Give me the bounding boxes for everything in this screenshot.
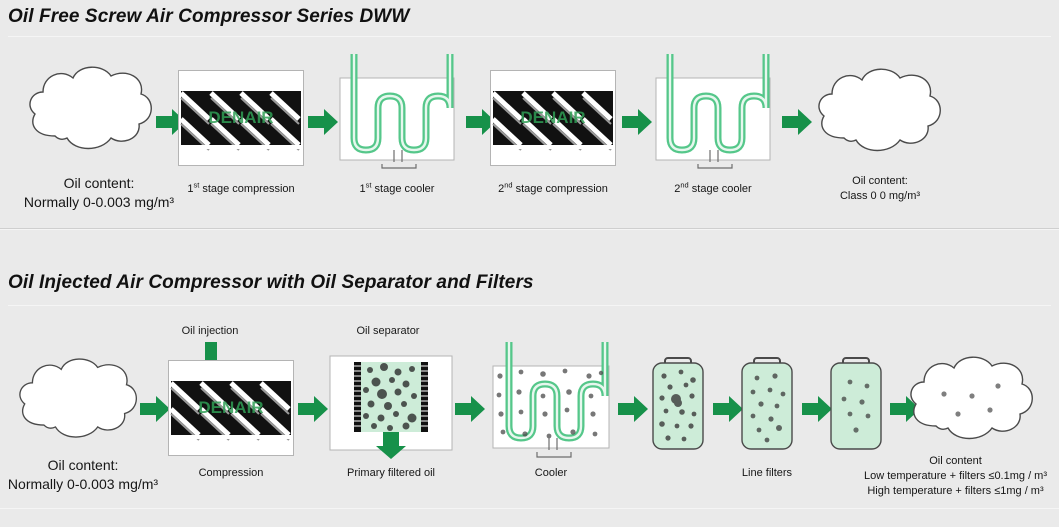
- cooler-icon: [492, 342, 610, 458]
- screw-rotor-icon: DENAIR: [169, 361, 293, 455]
- caption-cooler-1-sup: st: [365, 180, 372, 190]
- caption-outlet-air-2-line1: Oil content: [929, 455, 982, 467]
- oil-separator-icon: [329, 355, 453, 459]
- arrow-right-icon: [622, 109, 652, 135]
- caption-inlet-air-1: Oil content: Normally 0-0.003 mg/m³: [4, 174, 194, 212]
- cloud-icon: [818, 68, 941, 152]
- caption-compressor-2: 2nd stage compression: [490, 180, 616, 197]
- caption-outlet-air-1-line2: Class 0 0 mg/m³: [839, 190, 921, 202]
- arrow-right-icon: [618, 396, 648, 422]
- arrow-right-icon: [782, 109, 812, 135]
- caption-cooler-1-prefix: 1: [359, 183, 366, 195]
- arrow-right-icon: [466, 109, 496, 135]
- caption-compressor-1-rest: stage compression: [199, 183, 295, 195]
- stage-compressor-2: DENAIR: [490, 70, 616, 166]
- label-oil-injection: Oil injection: [181, 325, 239, 337]
- bottom-divider: [0, 508, 1059, 509]
- watermark-text: DENAIR: [198, 398, 263, 417]
- label-oil-separator: Oil separator: [356, 325, 420, 337]
- cloud-icon: [910, 356, 1033, 440]
- stage-oil-separator: [326, 354, 456, 459]
- cloud-icon: [29, 66, 152, 150]
- caption-inlet-air-2: Oil content: Normally 0-0.003 mg/m³: [0, 456, 178, 494]
- arrow-right-icon: [308, 109, 338, 135]
- caption-line-filters: Line filters: [741, 467, 793, 479]
- caption-cooler-1: 1st stage cooler: [332, 180, 462, 197]
- caption-compressor-2-prefix: 2: [498, 183, 505, 195]
- watermark-text: DENAIR: [208, 108, 273, 127]
- arrow-right-icon: [140, 396, 170, 422]
- caption-inlet-air-2-line2: Normally 0-0.003 mg/m³: [7, 476, 159, 492]
- caption-cooler-2: 2nd stage cooler: [648, 180, 778, 197]
- stage-cooler-1: [332, 52, 462, 172]
- stage-cooler-2: [648, 52, 778, 172]
- caption-inlet-air-1-line2: Normally 0-0.003 mg/m³: [23, 194, 175, 210]
- arrow-right-icon: [713, 396, 743, 422]
- stage-compressor-injected: DENAIR: [168, 360, 294, 456]
- caption-outlet-air-2: Oil content Low temperature + filters ≤0…: [852, 454, 1059, 499]
- caption-inlet-air-1-line1: Oil content:: [63, 175, 135, 191]
- cooler-icon: [655, 54, 771, 169]
- caption-cooler-2-rest: stage cooler: [688, 183, 752, 195]
- cooler-icon: [339, 54, 455, 169]
- stage-line-filter-1: [648, 354, 708, 454]
- caption-cooler-1-rest: stage cooler: [371, 183, 435, 195]
- row-1-bottom-divider: [0, 228, 1059, 230]
- watermark-text: DENAIR: [520, 108, 585, 127]
- section-2-title-text: Oil Injected Air Compressor with Oil Sep…: [8, 272, 534, 293]
- caption-compressor-2-rest: stage compression: [512, 183, 608, 195]
- section-1-divider: [8, 36, 1051, 37]
- caption-compressor-2-sup: nd: [504, 180, 513, 190]
- caption-compressor-1-sup: st: [193, 180, 200, 190]
- filter-canister-icon: [652, 357, 704, 450]
- section-2-title: Oil Injected Air Compressor with Oil Sep…: [8, 272, 534, 294]
- stage-inlet-air-1: [16, 62, 166, 162]
- screw-rotor-icon: DENAIR: [179, 71, 303, 165]
- arrow-right-icon: [298, 396, 328, 422]
- caption-cooler-oil: Cooler: [534, 467, 568, 479]
- flow-row-2: Oil content: Normally 0-0.003 mg/m³ Oil …: [0, 320, 1059, 505]
- stage-inlet-air-2: [8, 354, 148, 450]
- section-1-title: Oil Free Screw Air Compressor Series DWW: [8, 6, 409, 28]
- arrow-right-icon: [455, 396, 485, 422]
- section-2-divider: [8, 305, 1051, 306]
- stage-line-filter-3: [826, 354, 886, 454]
- screw-rotor-icon: DENAIR: [491, 71, 615, 165]
- caption-compression: Compression: [198, 467, 264, 479]
- caption-cooler-2-sup: nd: [680, 180, 689, 190]
- stage-cooler-oil: [485, 340, 617, 460]
- caption-outlet-air-2-line2: Low temperature + filters ≤0.1mg / m³: [863, 470, 1048, 482]
- caption-compressor-1: 1st stage compression: [178, 180, 304, 197]
- caption-primary-filtered-oil: Primary filtered oil: [346, 467, 436, 479]
- caption-outlet-air-1: Oil content: Class 0 0 mg/m³: [800, 174, 960, 204]
- arrow-right-icon: [802, 396, 832, 422]
- caption-inlet-air-2-line1: Oil content:: [47, 457, 119, 473]
- stage-compressor-1: DENAIR: [178, 70, 304, 166]
- filter-canister-icon: [830, 357, 882, 450]
- caption-outlet-air-2-line3: High temperature + filters ≤1mg / m³: [867, 485, 1044, 497]
- section-1-title-text: Oil Free Screw Air Compressor Series DWW: [8, 6, 410, 27]
- arrow-right-icon: [890, 396, 920, 422]
- cloud-icon: [18, 358, 137, 438]
- caption-compressor-1-prefix: 1: [187, 183, 194, 195]
- stage-outlet-air-1: [805, 64, 955, 164]
- caption-cooler-2-prefix: 2: [674, 183, 681, 195]
- stage-outlet-air-2: [902, 352, 1052, 452]
- filter-canister-icon: [741, 357, 793, 450]
- flow-row-1: Oil content: Normally 0-0.003 mg/m³: [10, 52, 1052, 217]
- stage-line-filter-2: [737, 354, 797, 454]
- caption-outlet-air-1-line1: Oil content:: [852, 175, 908, 187]
